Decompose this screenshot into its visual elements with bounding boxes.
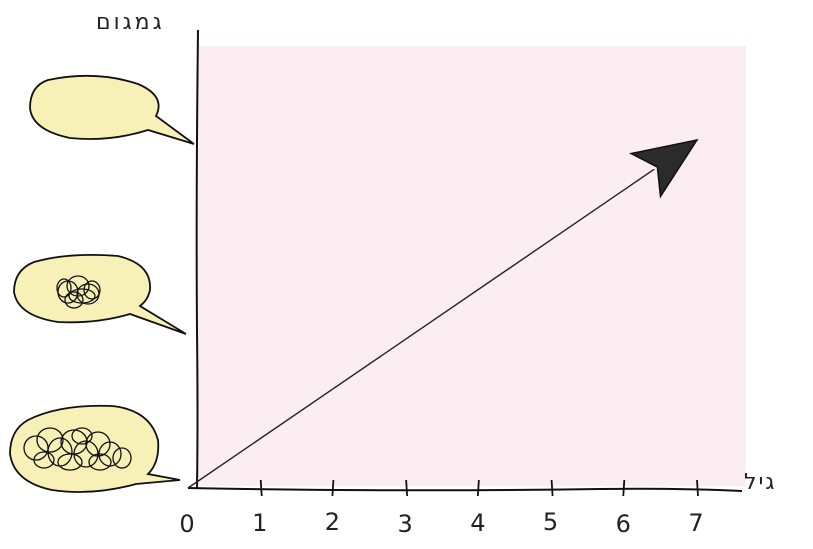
scribble-icon-small — [56, 275, 101, 309]
x-tick-mark-4 — [476, 479, 480, 497]
x-tick-label-0: 0 — [179, 510, 194, 538]
x-tick-label-7: 7 — [688, 509, 703, 537]
trend-line — [187, 168, 655, 489]
scribble-icon-large — [23, 427, 132, 471]
x-tick-mark-3 — [405, 479, 409, 497]
x-tick-label-3: 3 — [398, 510, 413, 538]
speech-bubble-large-scribble — [9, 404, 181, 493]
x-tick-label-5: 5 — [543, 508, 558, 536]
x-tick-label-1: 1 — [252, 509, 267, 537]
speech-bubble-small-scribble — [13, 253, 187, 335]
plot-background — [198, 46, 746, 486]
x-tick-mark-2 — [331, 479, 335, 497]
trend-series — [187, 138, 699, 489]
x-tick-mark-7 — [696, 479, 699, 497]
x-axis-ticks: 0 1 2 3 4 5 6 7 — [179, 479, 704, 538]
x-tick-mark-5 — [550, 479, 554, 497]
y-axis-label: גמגום — [96, 10, 165, 35]
x-tick-label-2: 2 — [325, 508, 340, 536]
speech-bubble-empty — [29, 74, 195, 145]
arrowhead-icon — [628, 138, 699, 199]
x-tick-mark-6 — [622, 479, 626, 497]
x-tick-mark-1 — [259, 479, 263, 497]
x-tick-label-4: 4 — [470, 509, 485, 537]
x-axis-label: גיל — [744, 470, 777, 495]
x-axis — [187, 487, 743, 492]
y-axis — [195, 29, 199, 489]
x-tick-label-6: 6 — [616, 510, 631, 538]
